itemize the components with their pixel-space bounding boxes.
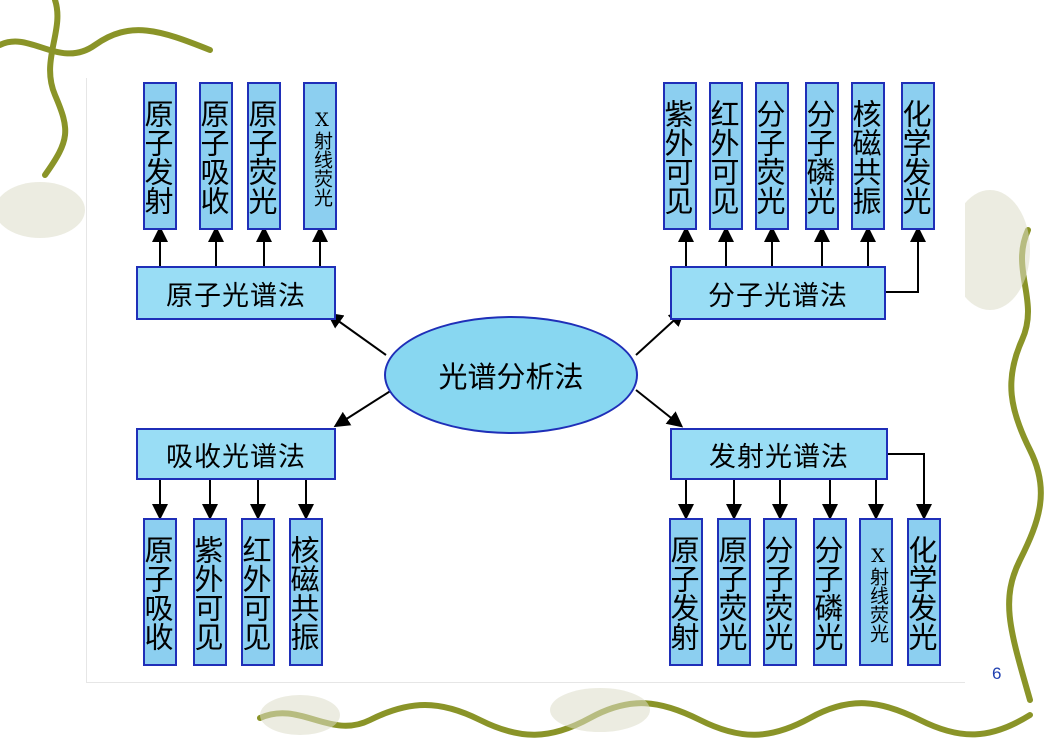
- absorption-leaf-uv-vis: 紫外可见: [190, 518, 227, 666]
- page-number: 6: [992, 664, 1002, 683]
- molecular-leaf-fluorescence: 分子荧光: [752, 82, 789, 230]
- molecular-leaf-nmr: 核磁共振: [848, 82, 885, 230]
- atomic-leaf-emission: 原子发射: [140, 82, 177, 230]
- molecular-leaf-uv-vis: 紫外可见: [660, 82, 697, 230]
- atomic-leaf-xray: X射线荧光: [303, 82, 337, 230]
- absorption-leaf-infrared: 红外可见: [238, 518, 275, 666]
- absorption-leaf-nmr: 核磁共振: [286, 518, 323, 666]
- atomic-leaf-fluorescence: 原子荧光: [244, 82, 281, 230]
- emission-leaf-molecular-phosphorescence: 分子磷光: [810, 518, 847, 666]
- atomic-leaf-absorption: 原子吸收: [196, 82, 233, 230]
- node-atomic-spectroscopy: 原子光谱法: [136, 266, 336, 320]
- emission-leaf-chemiluminescence: 化学发光: [904, 518, 941, 666]
- molecular-leaf-phosphorescence: 分子磷光: [802, 82, 839, 230]
- emission-leaf-atomic-fluorescence: 原子荧光: [714, 518, 751, 666]
- molecular-leaf-chemiluminescence: 化学发光: [898, 82, 935, 230]
- emission-leaf-xray: X射线荧光: [859, 518, 893, 666]
- node-emission-spectroscopy: 发射光谱法: [670, 428, 888, 480]
- node-molecular-spectroscopy: 分子光谱法: [670, 266, 886, 320]
- emission-leaf-atomic-emission: 原子发射: [666, 518, 703, 666]
- molecular-leaf-infrared: 红外可见: [706, 82, 743, 230]
- emission-leaf-molecular-fluorescence: 分子荧光: [760, 518, 797, 666]
- center-spectral-analysis: 光谱分析法: [384, 316, 638, 434]
- node-absorption-spectroscopy: 吸收光谱法: [136, 428, 336, 480]
- absorption-leaf-atomic: 原子吸收: [140, 518, 177, 666]
